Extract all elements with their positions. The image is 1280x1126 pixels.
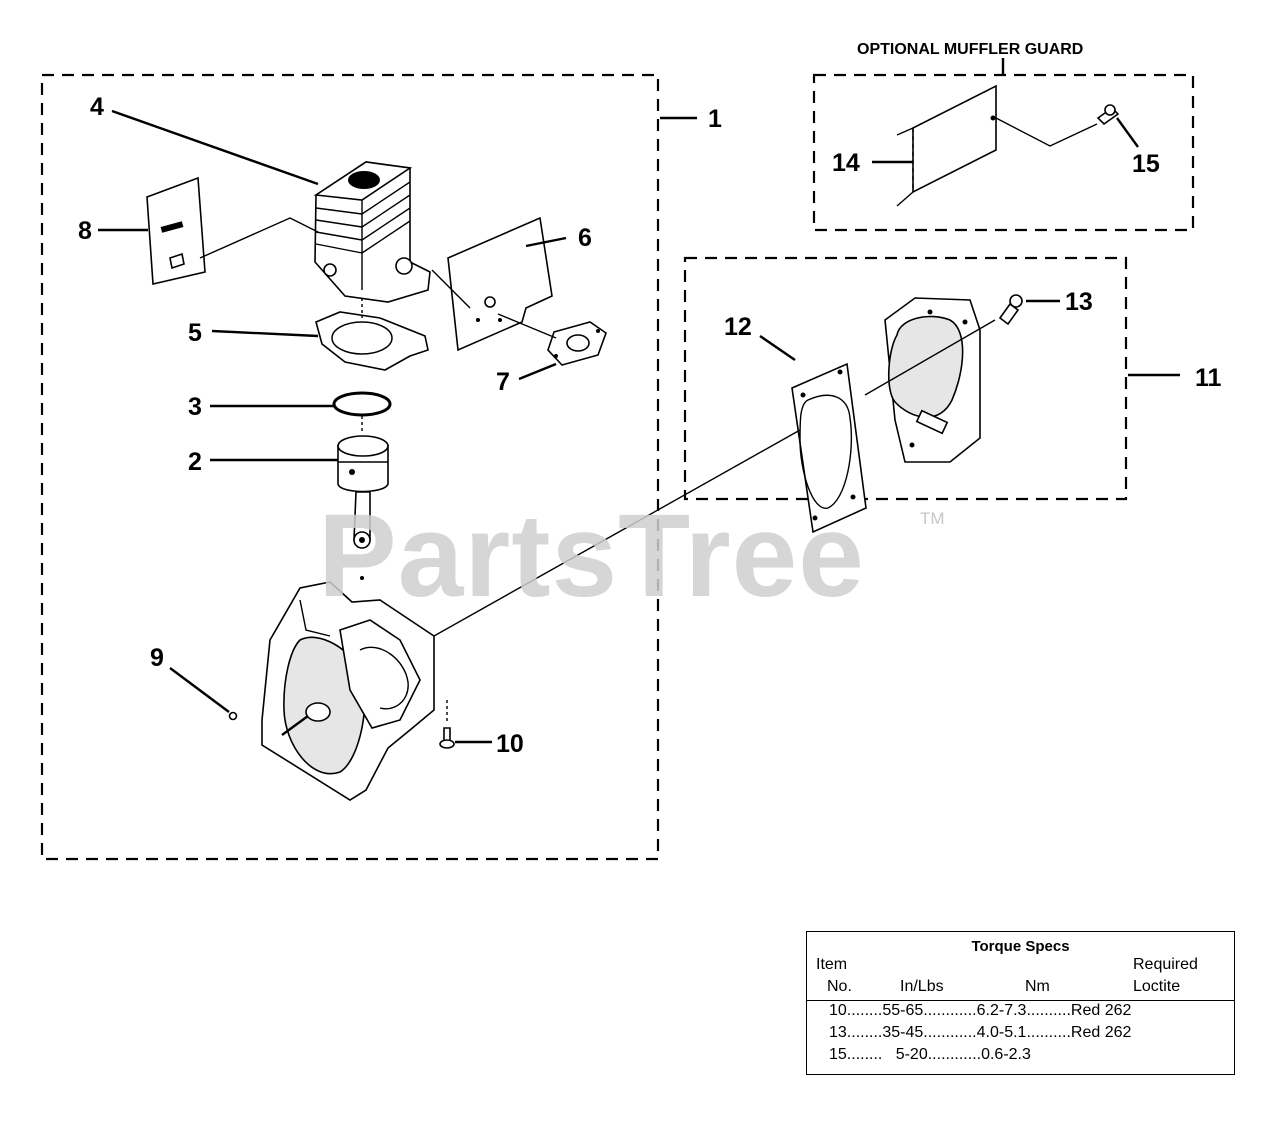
- piston: [337, 435, 389, 580]
- cylinder-gasket: [315, 311, 429, 371]
- callout-8: 8: [78, 217, 92, 245]
- callout-6: 6: [578, 224, 592, 252]
- callout-5: 5: [188, 319, 202, 347]
- muffler-gasket: [791, 362, 867, 534]
- muffler-guard-title: OPTIONAL MUFFLER GUARD: [857, 41, 1083, 58]
- muffler-guard-part: [896, 84, 1098, 207]
- col-header-no: No.: [827, 978, 852, 995]
- callout-12: 12: [724, 313, 752, 341]
- callout-13: 13: [1065, 288, 1093, 316]
- piston-ring: [332, 391, 392, 417]
- row-nm: 0.6-2.3: [981, 1046, 1031, 1063]
- callout-9: 9: [150, 644, 164, 672]
- row-nm: 6.2-7.3: [976, 1002, 1027, 1019]
- flange: [547, 321, 607, 366]
- col-header-nm: Nm: [1025, 978, 1050, 995]
- table-header-rule: [807, 1000, 1234, 1001]
- callout-15: 15: [1132, 150, 1160, 178]
- table-row: 10........55-65............6.2-7.3......…: [829, 1002, 1132, 1019]
- col-header-item: Item: [816, 956, 848, 973]
- cylinder: [313, 161, 431, 303]
- row-nm: 4.0-5.1: [976, 1024, 1027, 1041]
- row-item: 13: [829, 1024, 847, 1041]
- group-box-muffler: [683, 256, 1128, 501]
- muffler-screw: [998, 294, 1023, 326]
- row-inlbs: 55-65: [882, 1002, 924, 1019]
- col-header-required: Required: [1133, 956, 1198, 973]
- small-screw: [228, 711, 238, 721]
- callout-1: 1: [708, 105, 722, 133]
- callout-10: 10: [496, 730, 524, 758]
- callout-3: 3: [188, 393, 202, 421]
- callout-7: 7: [496, 368, 510, 396]
- row-inlbs: 5-20: [895, 1046, 928, 1063]
- muffler-guard-screw: [1096, 104, 1120, 126]
- callout-11: 11: [1195, 364, 1222, 392]
- col-header-loctite: Loctite: [1133, 978, 1181, 995]
- torque-specs-table: Torque Specs Item No. In/Lbs Nm Required…: [806, 931, 1235, 1075]
- crankcase: [261, 581, 435, 801]
- torque-table-title: Torque Specs: [971, 938, 1070, 955]
- crankcase-screw: [439, 727, 455, 749]
- muffler-body: [884, 297, 981, 463]
- callout-4: 4: [90, 93, 104, 121]
- row-item: 10: [829, 1002, 847, 1019]
- table-row: 13........35-45............4.0-5.1......…: [829, 1024, 1132, 1041]
- callout-2: 2: [188, 448, 202, 476]
- intake-gasket: [146, 176, 206, 285]
- row-loctite: Red 262: [1070, 1024, 1132, 1041]
- table-row: 15........ 5-20............0.6-2.3: [829, 1046, 1031, 1063]
- row-item: 15: [829, 1046, 847, 1063]
- watermark-trademark: TM: [920, 509, 945, 528]
- col-header-inlbs: In/Lbs: [900, 978, 944, 995]
- heat-shield-plate: [447, 216, 553, 352]
- group-box-engine: [40, 73, 660, 861]
- callout-14: 14: [832, 149, 860, 177]
- row-inlbs: 35-45: [882, 1024, 924, 1041]
- row-loctite: Red 262: [1070, 1002, 1132, 1019]
